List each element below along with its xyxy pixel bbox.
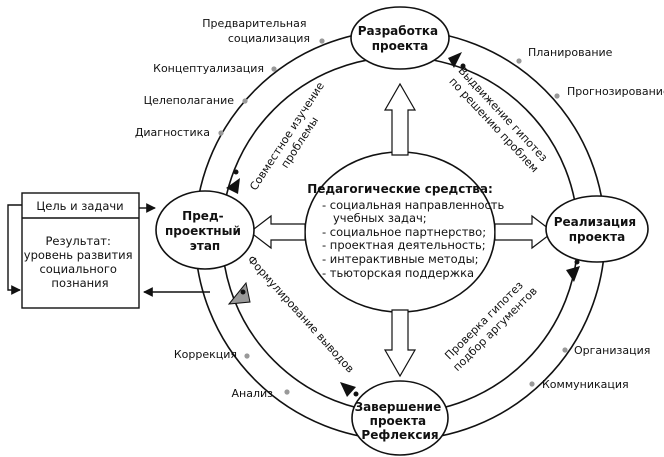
outer-label-communication: Коммуникация — [529, 378, 629, 391]
svg-text:Коммуникация: Коммуникация — [542, 378, 629, 391]
node-development — [350, 6, 450, 70]
node-completion — [351, 380, 449, 456]
outer-label-analysis: Анализ — [232, 387, 290, 400]
side-box — [21, 192, 140, 309]
svg-text:Организация: Организация — [574, 344, 650, 357]
node-pre-project-label: Пред- проектный этап — [165, 209, 245, 253]
svg-text:Предварительная социализ: Предварительная социализация — [202, 17, 310, 45]
outer-label-conceptualization: Концептуализация — [153, 62, 277, 75]
svg-text:Концептуализация: Концептуализация — [153, 62, 264, 75]
arrow-right — [494, 214, 554, 250]
node-development-label: Разработка проекта — [358, 24, 443, 53]
arrow-down — [383, 309, 417, 378]
center-items: - социальная направленность учебных зада… — [322, 198, 508, 280]
arrow-up — [383, 82, 417, 156]
svg-text:Планирование: Планирование — [528, 46, 613, 59]
outer-label-goal-setting: Целеполагание — [144, 94, 248, 107]
node-pre-project — [155, 190, 255, 270]
direction-marker-bottom — [340, 382, 359, 397]
node-realization-label: Реализация проекта — [554, 215, 641, 244]
outer-label-planning: Планирование — [516, 46, 613, 64]
svg-text:Анализ: Анализ — [232, 387, 274, 400]
node-realization — [545, 195, 649, 263]
node-completion-label: Завершение проекта Рефлексия — [355, 400, 446, 442]
outer-label-correction: Коррекция — [174, 348, 250, 361]
svg-text:Целеполагание: Целеполагание — [144, 94, 235, 107]
outer-label-organization: Организация — [562, 344, 650, 357]
svg-text:Диагностика: Диагностика — [135, 126, 210, 139]
svg-text:Коррекция: Коррекция — [174, 348, 237, 361]
outer-label-forecasting: Прогнозирование — [554, 85, 664, 99]
feedback-bracket — [7, 204, 22, 295]
center-title: Педагогические средства: — [307, 182, 493, 196]
side-box-result: Результат: уровень развития социального … — [24, 234, 136, 290]
direction-marker-left-open — [227, 281, 251, 305]
outer-label-diagnostics: Диагностика — [135, 126, 224, 139]
side-box-goal: Цель и задачи — [36, 199, 123, 213]
direction-marker-upper-left — [226, 169, 240, 194]
arrow-left — [249, 214, 306, 250]
direction-marker-upper-right — [448, 52, 466, 69]
svg-text:Прогнозирование: Прогнозирование — [567, 85, 664, 98]
outer-label-pre-socialization: Предварительная социализация — [202, 17, 325, 45]
direction-marker-right — [566, 259, 580, 282]
